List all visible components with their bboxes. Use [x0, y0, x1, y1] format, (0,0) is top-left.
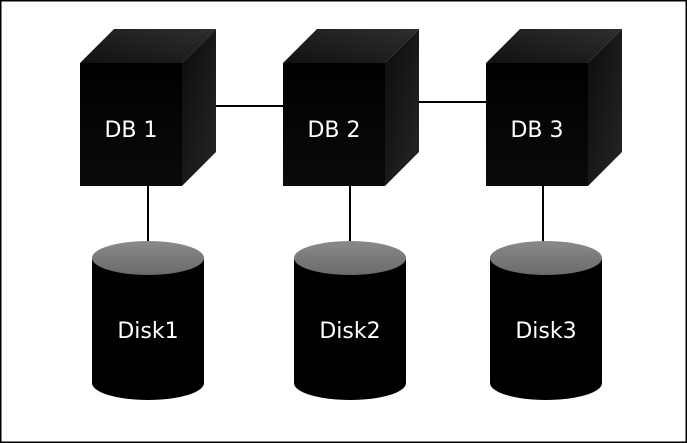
database-label-3: DB 3: [510, 118, 563, 143]
cube-icon: [283, 29, 419, 186]
database-node-1: DB 1: [80, 29, 216, 186]
disk-label-2: Disk2: [319, 319, 380, 344]
database-node-3: DB 3: [486, 29, 622, 186]
cube-icon: [80, 29, 216, 186]
disk-node-2: Disk2: [294, 241, 406, 400]
database-label-1: DB 1: [104, 118, 157, 143]
disk-label-1: Disk1: [117, 319, 178, 344]
database-node-2: DB 2: [283, 29, 419, 186]
disk-label-3: Disk3: [515, 319, 576, 344]
database-label-2: DB 2: [307, 118, 360, 143]
connectors: [147, 101, 544, 242]
cylinder-icon: [490, 241, 602, 400]
cube-icon: [486, 29, 622, 186]
cylinder-icon: [92, 241, 204, 400]
cylinder-icon: [294, 241, 406, 400]
disk-node-1: Disk1: [92, 241, 204, 400]
disk-node-3: Disk3: [490, 241, 602, 400]
